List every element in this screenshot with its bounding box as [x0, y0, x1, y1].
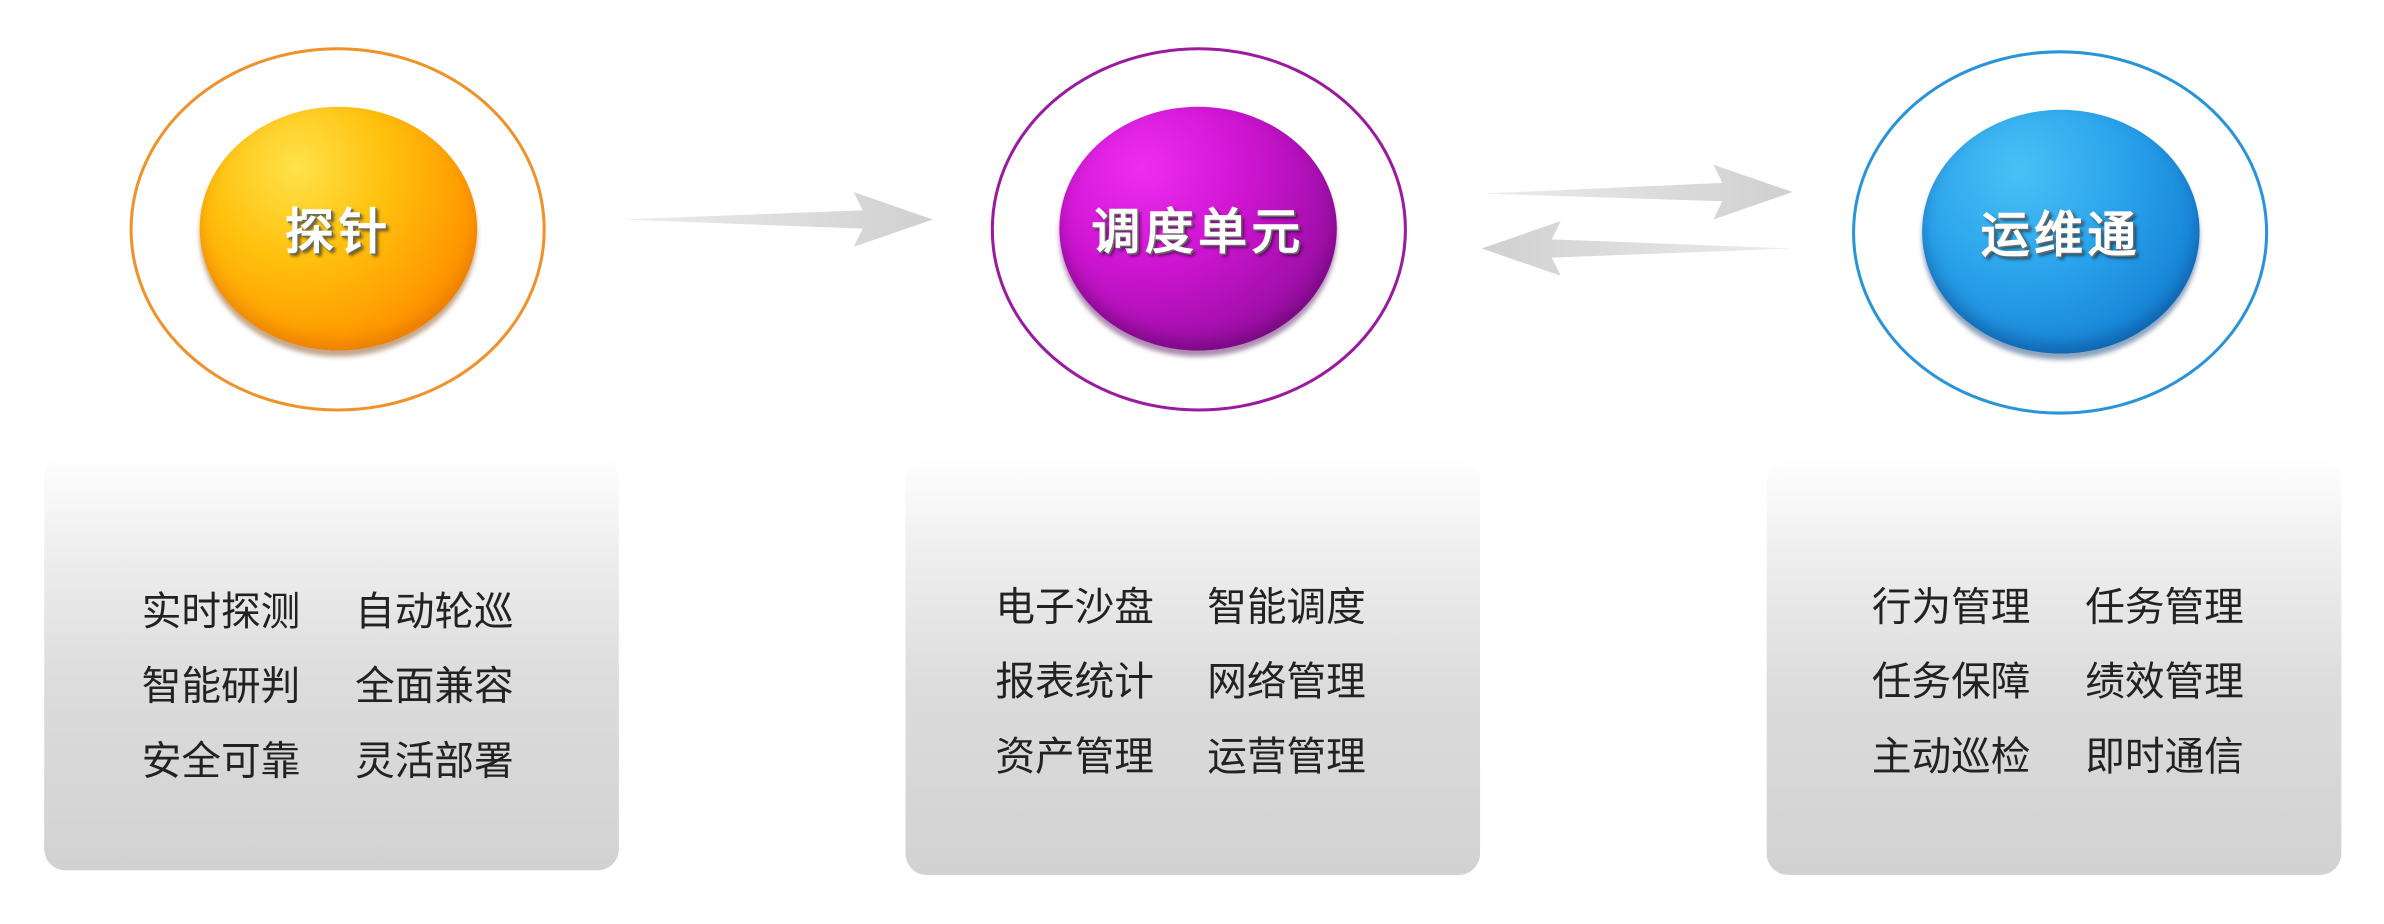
- ops-ring: [1852, 50, 2269, 415]
- dispatch-feature-2: 智能调度: [1207, 585, 1366, 632]
- dispatch-feature-4: 网络管理: [1207, 660, 1366, 706]
- ops-feature-4: 绩效管理: [2085, 660, 2244, 706]
- connector-arrows: [621, 164, 1793, 276]
- probe-feature-4: 全面兼容: [355, 664, 514, 711]
- probe-feature-6: 灵活部署: [355, 739, 514, 786]
- ops-node-label: 运维通: [1980, 205, 2141, 264]
- dispatch-node-label: 调度单元: [1091, 202, 1305, 261]
- dispatch-feature-5: 资产管理: [995, 734, 1154, 781]
- probe-node: 探针: [199, 106, 478, 351]
- ops-feature-3: 任务保障: [1871, 660, 2031, 706]
- dispatch-feature-1: 电子沙盘: [995, 585, 1154, 632]
- ops-feature-1: 行为管理: [1871, 585, 2031, 632]
- arrow-dispatch-to-ops: [1481, 164, 1793, 220]
- dispatch-feature-3: 报表统计: [995, 660, 1154, 706]
- ops-feature-2: 任务管理: [2085, 585, 2244, 632]
- ops-feature-panel: [1766, 457, 2342, 875]
- dispatch-feature-6: 运营管理: [1207, 734, 1366, 781]
- dispatch-ring: [990, 47, 1407, 412]
- dispatch-feature-panel: [905, 457, 1481, 875]
- probe-feature-2: 自动轮巡: [355, 589, 514, 636]
- arrow-probe-to-dispatch: [621, 192, 933, 247]
- probe-node-label: 探针: [285, 202, 392, 261]
- ops-feature-5: 主动巡检: [1871, 734, 2031, 781]
- ops-node: 运维通: [1922, 109, 2200, 354]
- probe-feature-5: 安全可靠: [141, 739, 301, 786]
- ops-feature-6: 即时通信: [2085, 734, 2244, 781]
- arrow-ops-to-dispatch: [1481, 221, 1793, 276]
- probe-feature-1: 实时探测: [141, 589, 301, 636]
- probe-feature-3: 智能研判: [141, 664, 301, 711]
- probe-feature-panel: [44, 454, 619, 871]
- probe-ring: [129, 47, 546, 412]
- dispatch-node: 调度单元: [1059, 106, 1337, 351]
